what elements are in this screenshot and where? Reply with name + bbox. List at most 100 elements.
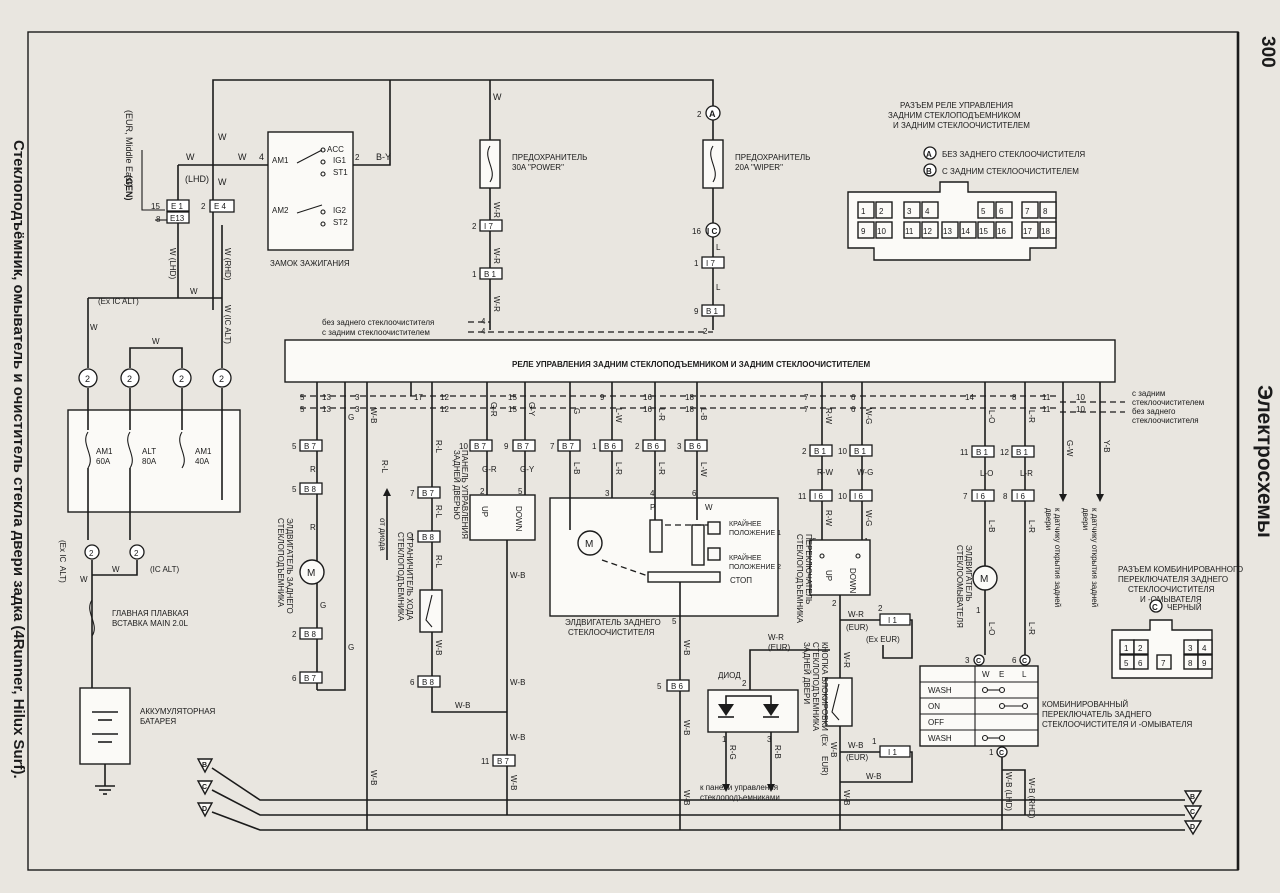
wiper-label-2: СТЕКЛООЧИСТИТЕЛЯ xyxy=(568,628,655,637)
pin-2d: 2 xyxy=(697,110,702,119)
connector-i6-switch-1 xyxy=(809,489,833,502)
fuse-wiper-element xyxy=(710,145,716,183)
wire-w-4: W xyxy=(218,177,227,187)
relay-pin-number: 15 xyxy=(979,227,988,236)
relay-pin-number: 6 xyxy=(999,207,1004,216)
pin-2g: 2 xyxy=(480,487,485,496)
wire-r-1: R xyxy=(310,465,316,474)
diode-label: ДИОД xyxy=(718,671,741,680)
connector-b7-wiper xyxy=(557,439,581,452)
pin-7: 7 xyxy=(410,489,415,498)
relay-pin xyxy=(903,221,921,239)
wiper-cam-1 xyxy=(649,519,663,553)
pin-2f: 2 xyxy=(292,630,297,639)
wiper-motor xyxy=(577,530,603,556)
right-with-1: с задним xyxy=(1132,389,1165,398)
combo-row-label: WASH xyxy=(928,734,952,743)
combo-label-2: ПЕРЕКЛЮЧАТЕЛЬ ЗАДНЕГО xyxy=(1042,710,1152,719)
right-without-2: стеклоочистителя xyxy=(1132,416,1199,425)
fuse-round-connector xyxy=(78,368,98,388)
connector-b7-ground-label: B 7 xyxy=(497,757,510,766)
relay-pin-number: 11 xyxy=(1042,405,1051,414)
connector-b1-washer-label: B 1 xyxy=(976,448,989,457)
panel-down: DOWN xyxy=(514,506,523,532)
pin-9b: 9 xyxy=(504,442,509,451)
connector-b1-washer xyxy=(971,445,995,458)
extreme-pos-1-a: КРАЙНЕЕ xyxy=(729,519,762,528)
wire-wb-15: W-B xyxy=(842,790,851,805)
extreme-pos-2-b: ПОЛОЖЕНИЕ 2 xyxy=(729,564,781,571)
pin-10b: 10 xyxy=(838,447,847,456)
relay-pin xyxy=(1039,201,1057,219)
wire-wb-8: W-B xyxy=(509,775,518,790)
relay-pin-number: 11 xyxy=(1042,393,1051,402)
wire-wb-12: W-B xyxy=(829,742,838,757)
market-eur-3: (EUR) xyxy=(846,623,869,632)
window-switch-label-1: ПЕРЕКЛЮЧАТЕЛЬ xyxy=(804,534,813,604)
wire-wg-1: W-G xyxy=(864,408,873,424)
ignition-st2: ST2 xyxy=(333,218,348,227)
wire-rl-3: R-L xyxy=(434,505,443,518)
relay-pin-number: 3 xyxy=(355,405,360,414)
relay-pin-number: 11 xyxy=(905,227,914,236)
connector-b6-wiper-3 xyxy=(684,439,708,452)
market-gen: (GEN) xyxy=(124,175,134,201)
connector-b6-wiper-3-label: B 6 xyxy=(689,442,702,451)
wire-lr-4: L-R xyxy=(1027,410,1036,423)
relay-unit xyxy=(284,339,1116,383)
relay-pin-number: 6 xyxy=(851,393,856,402)
sensor-1-a: к датчику открытия задней xyxy=(1053,508,1062,607)
connector-b6-wiper-1 xyxy=(599,439,623,452)
pin-1: 1 xyxy=(472,270,477,279)
connector-ic xyxy=(705,222,721,238)
ignition-contact-2 xyxy=(296,204,323,214)
pin-6b: 6 xyxy=(410,678,415,687)
from-diode-arrow xyxy=(383,488,391,496)
fuse-round-connector-label: 2 xyxy=(179,374,184,384)
pin-2j: 2 xyxy=(802,447,807,456)
connector-i6-washer xyxy=(971,489,995,502)
relay-conn-title-3: И ЗАДНИМ СТЕКЛООЧИСТИТЕЛЕМ xyxy=(893,121,1030,130)
relay-pin-number: 16 xyxy=(643,405,652,414)
ignition-terminal-ig1 xyxy=(320,159,326,165)
connector-i6-switch-2 xyxy=(849,489,873,502)
pin-11: 11 xyxy=(481,757,490,766)
relay-pin-number: 13 xyxy=(322,405,331,414)
diode-to-switch xyxy=(749,649,830,690)
wiper-cam-2 xyxy=(691,524,705,566)
ignition-terminal-st1 xyxy=(320,171,326,177)
fuse-am1-40-rating: 40A xyxy=(195,457,210,466)
fuse-round-connector xyxy=(212,368,232,388)
lock-label-1: КНОПКА БЛОКИРОВКИ xyxy=(820,642,829,731)
pin-1d: 1 xyxy=(592,442,597,451)
connector-e1-label: E 1 xyxy=(171,202,184,211)
relay-pin xyxy=(921,221,939,239)
fuse-block xyxy=(67,409,241,513)
connector-c-6 xyxy=(1019,654,1031,666)
connector-e1 xyxy=(166,199,190,212)
diode-common xyxy=(725,695,772,704)
relay-pin-number: 16 xyxy=(643,393,652,402)
badge-b xyxy=(923,163,937,177)
panel-up: UP xyxy=(480,506,489,517)
sensor-1-b: двери xyxy=(1044,508,1053,530)
market-eur-2: (EUR) xyxy=(768,643,791,652)
connector-b8-motor xyxy=(299,482,323,495)
wiper-label-1: ЭЛДВИГАТЕЛЬ ЗАДНЕГО xyxy=(565,618,661,627)
wire-lr-5: L-R xyxy=(1020,469,1033,478)
ground-flag-right xyxy=(1183,805,1203,821)
to-panel-2: стеклоподъемниками xyxy=(700,793,780,802)
connector-c-1 xyxy=(996,746,1008,758)
washer-label-1: ЭЛДВИГАТЕЛЬ xyxy=(964,545,973,601)
connector-b8-limiter-2-label: B 8 xyxy=(422,678,435,687)
pin-3d: 3 xyxy=(965,656,970,665)
connector-b1-combo xyxy=(1011,445,1035,458)
section-title: Электросхемы xyxy=(1253,385,1276,538)
ground-bus-b xyxy=(211,767,1185,801)
wire-wr-5: W-R xyxy=(848,610,864,619)
page-number: 300 xyxy=(1257,36,1278,68)
